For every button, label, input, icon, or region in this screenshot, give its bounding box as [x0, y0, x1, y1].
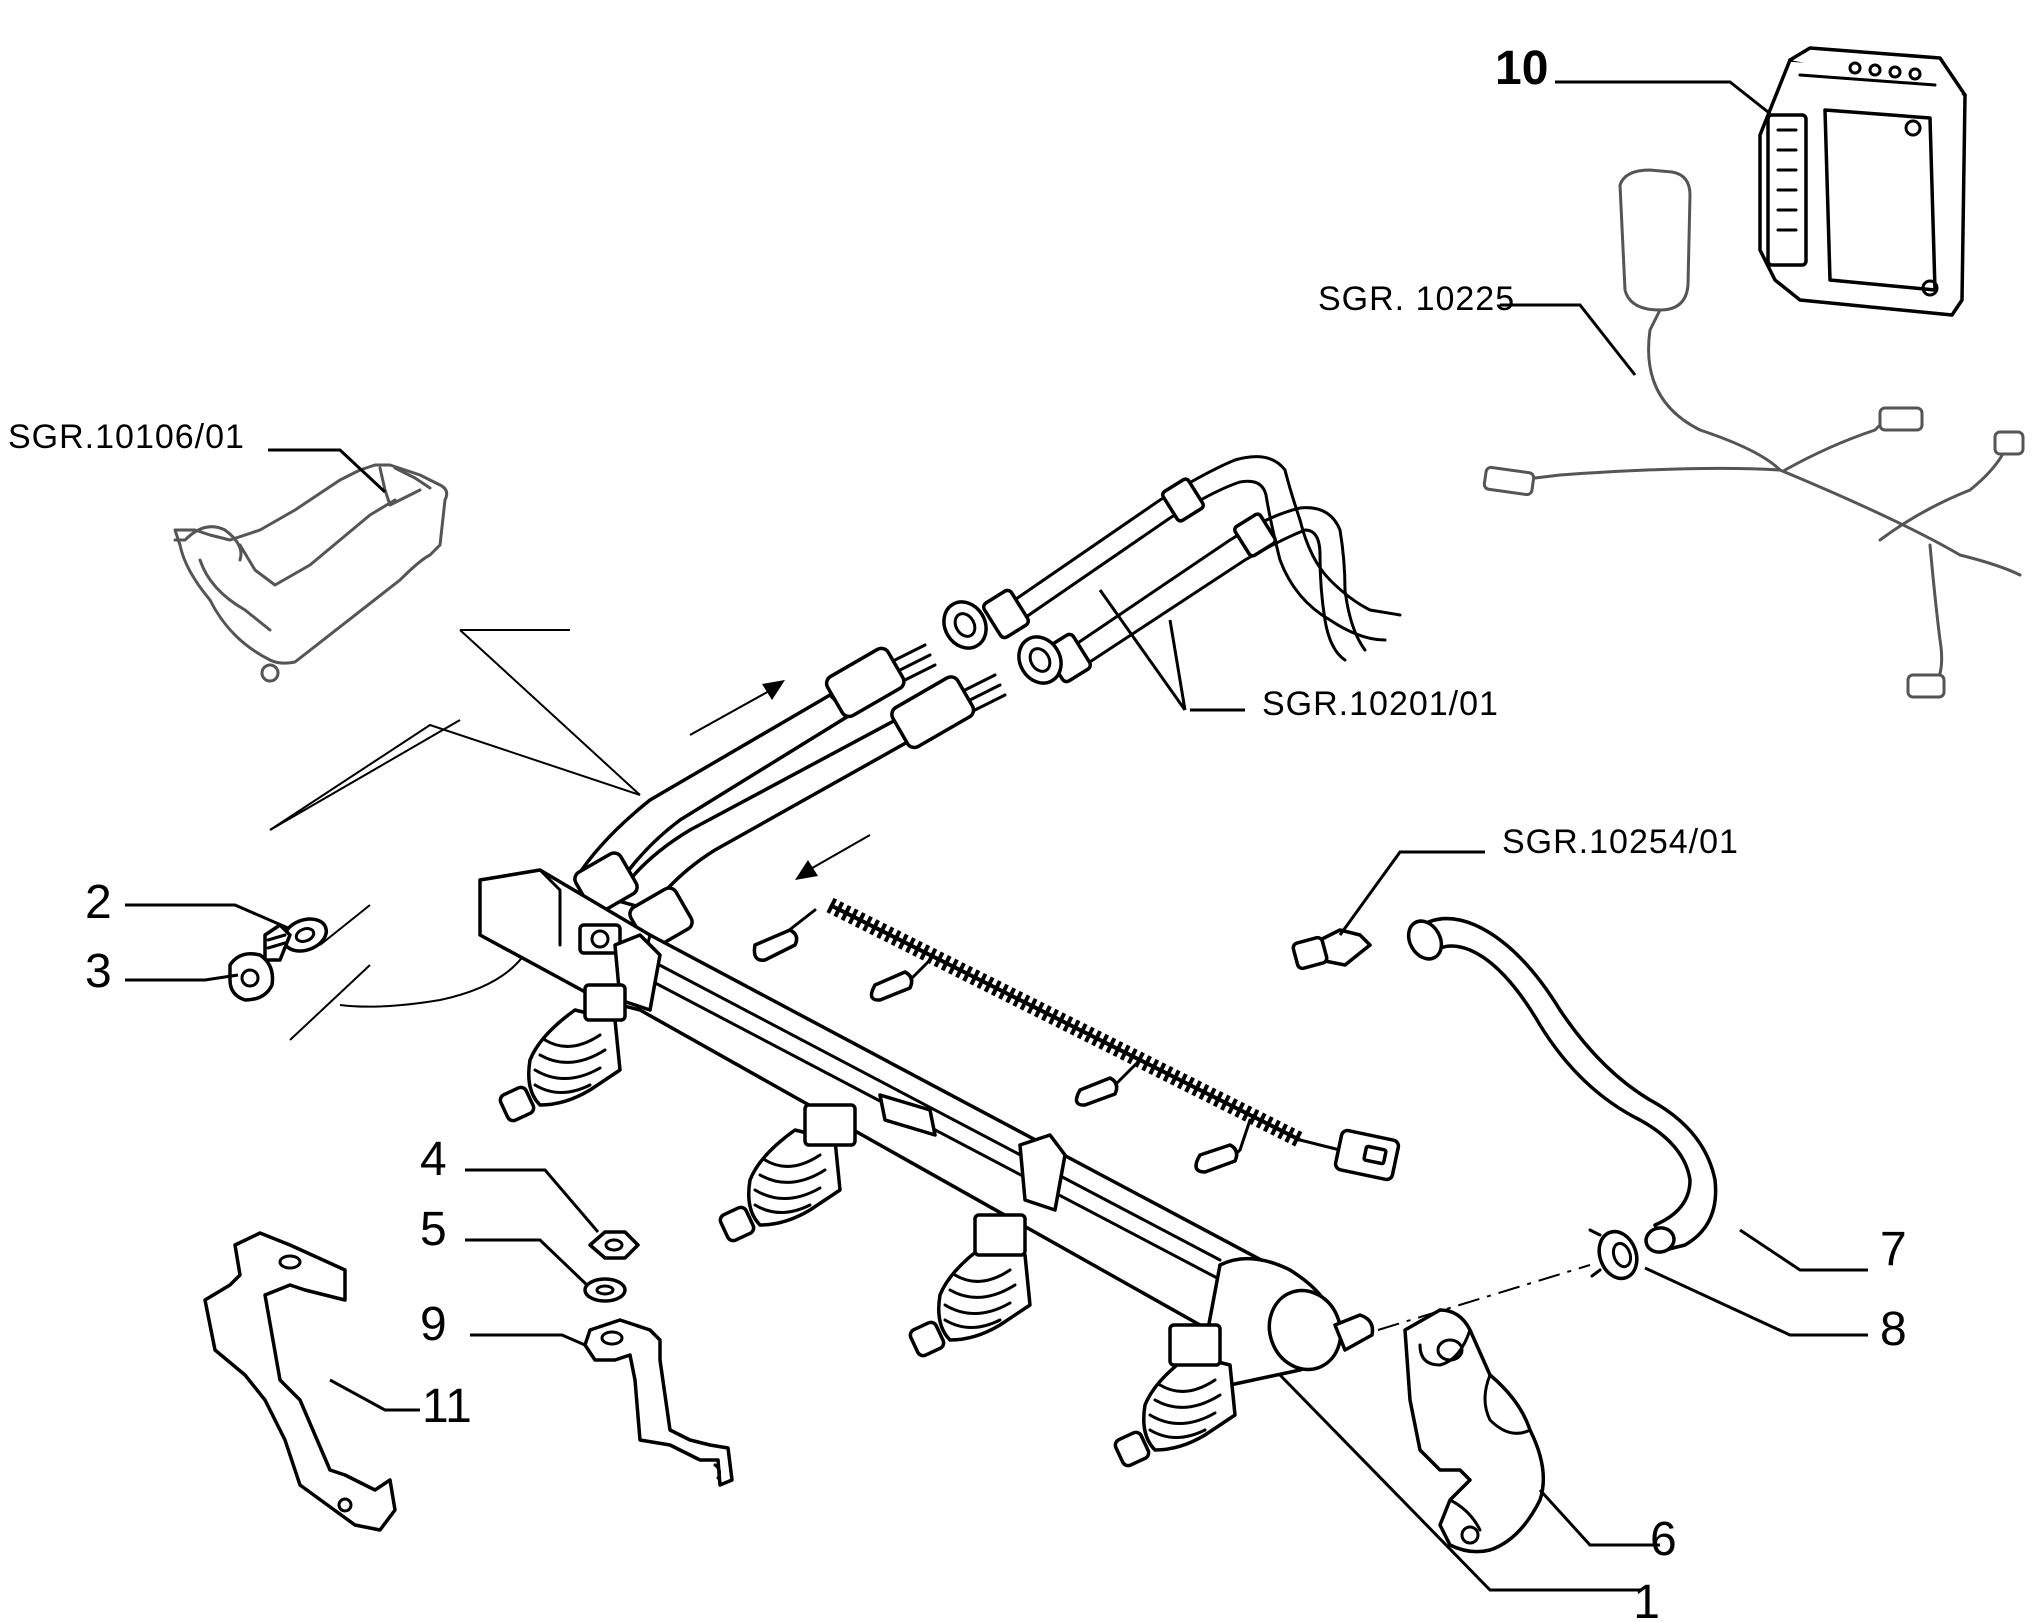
- leader-7: [1739, 1228, 1868, 1272]
- fuel-flow-arrows: [689, 680, 871, 880]
- break-lines: [269, 629, 641, 1041]
- leader-8: [1644, 1266, 1868, 1337]
- fuel-rail-assembly: [478, 868, 1375, 1387]
- callout-9: 9: [420, 1298, 447, 1351]
- callout-5: 5: [420, 1203, 447, 1256]
- leader-4: [465, 1168, 600, 1233]
- leader-5: [465, 1238, 590, 1288]
- ref-sgr-10254: SGR.10254/01: [1502, 823, 1739, 861]
- leader-sgr-10254: [1338, 850, 1485, 936]
- part-9-bracket: [583, 1318, 734, 1487]
- callout-1: 1: [1633, 1576, 1660, 1622]
- part-7-return-hose: [1406, 916, 1718, 1254]
- fuel-hoses-and-pipes: [573, 455, 1402, 950]
- part-6-heat-shield: [1403, 1308, 1546, 1554]
- callout-11: 11: [422, 1380, 472, 1433]
- part-11-bracket: [203, 1231, 397, 1532]
- part-8-hose-clamp: [1588, 1228, 1639, 1281]
- leader-1: [1278, 1373, 1640, 1592]
- fuel-return-connector: [1291, 928, 1372, 971]
- callout-labels: 10 1 2 3 4 5 6 7 8 9 11: [85, 42, 1907, 1622]
- leader-3: [125, 973, 239, 982]
- callout-4: 4: [420, 1133, 447, 1186]
- leader-10: [1555, 80, 1769, 114]
- part-3-bolt: [228, 923, 292, 1002]
- leader-11: [329, 1378, 420, 1412]
- callout-8: 8: [1880, 1303, 1907, 1356]
- leader-lines: [125, 80, 1868, 1592]
- callout-2: 2: [85, 876, 112, 929]
- part-5-washer: [583, 1277, 627, 1303]
- ecu-control-unit: [1758, 46, 1967, 317]
- leader-9: [470, 1333, 586, 1347]
- leader-2: [125, 903, 289, 930]
- part-2-washer: [281, 917, 329, 953]
- ecu-wiring-harness: [1482, 168, 2025, 699]
- leader-6: [1538, 1488, 1660, 1547]
- callout-6: 6: [1650, 1513, 1677, 1566]
- ref-sgr-10225: SGR. 10225: [1318, 280, 1515, 318]
- ref-sgr-10106: SGR.10106/01: [8, 418, 245, 456]
- ref-sgr-10201: SGR.10201/01: [1262, 685, 1499, 723]
- fuel-injectors: [498, 983, 1237, 1468]
- injector-wiring-loom: [752, 897, 1401, 1182]
- callout-3: 3: [85, 945, 112, 998]
- leader-sgr-10225: [1500, 303, 1637, 376]
- reference-labels: SGR. 10225 SGR.10106/01 SGR.10201/01 SGR…: [8, 280, 1739, 861]
- alignment-centerline: [1377, 1264, 1591, 1331]
- leader-sgr-10201: [1098, 589, 1187, 711]
- upper-bracket-reference: [173, 463, 449, 683]
- callout-10: 10: [1495, 42, 1548, 95]
- callout-7: 7: [1880, 1223, 1907, 1276]
- leader-sgr-10106: [268, 448, 387, 494]
- part-4-nut: [588, 1230, 640, 1260]
